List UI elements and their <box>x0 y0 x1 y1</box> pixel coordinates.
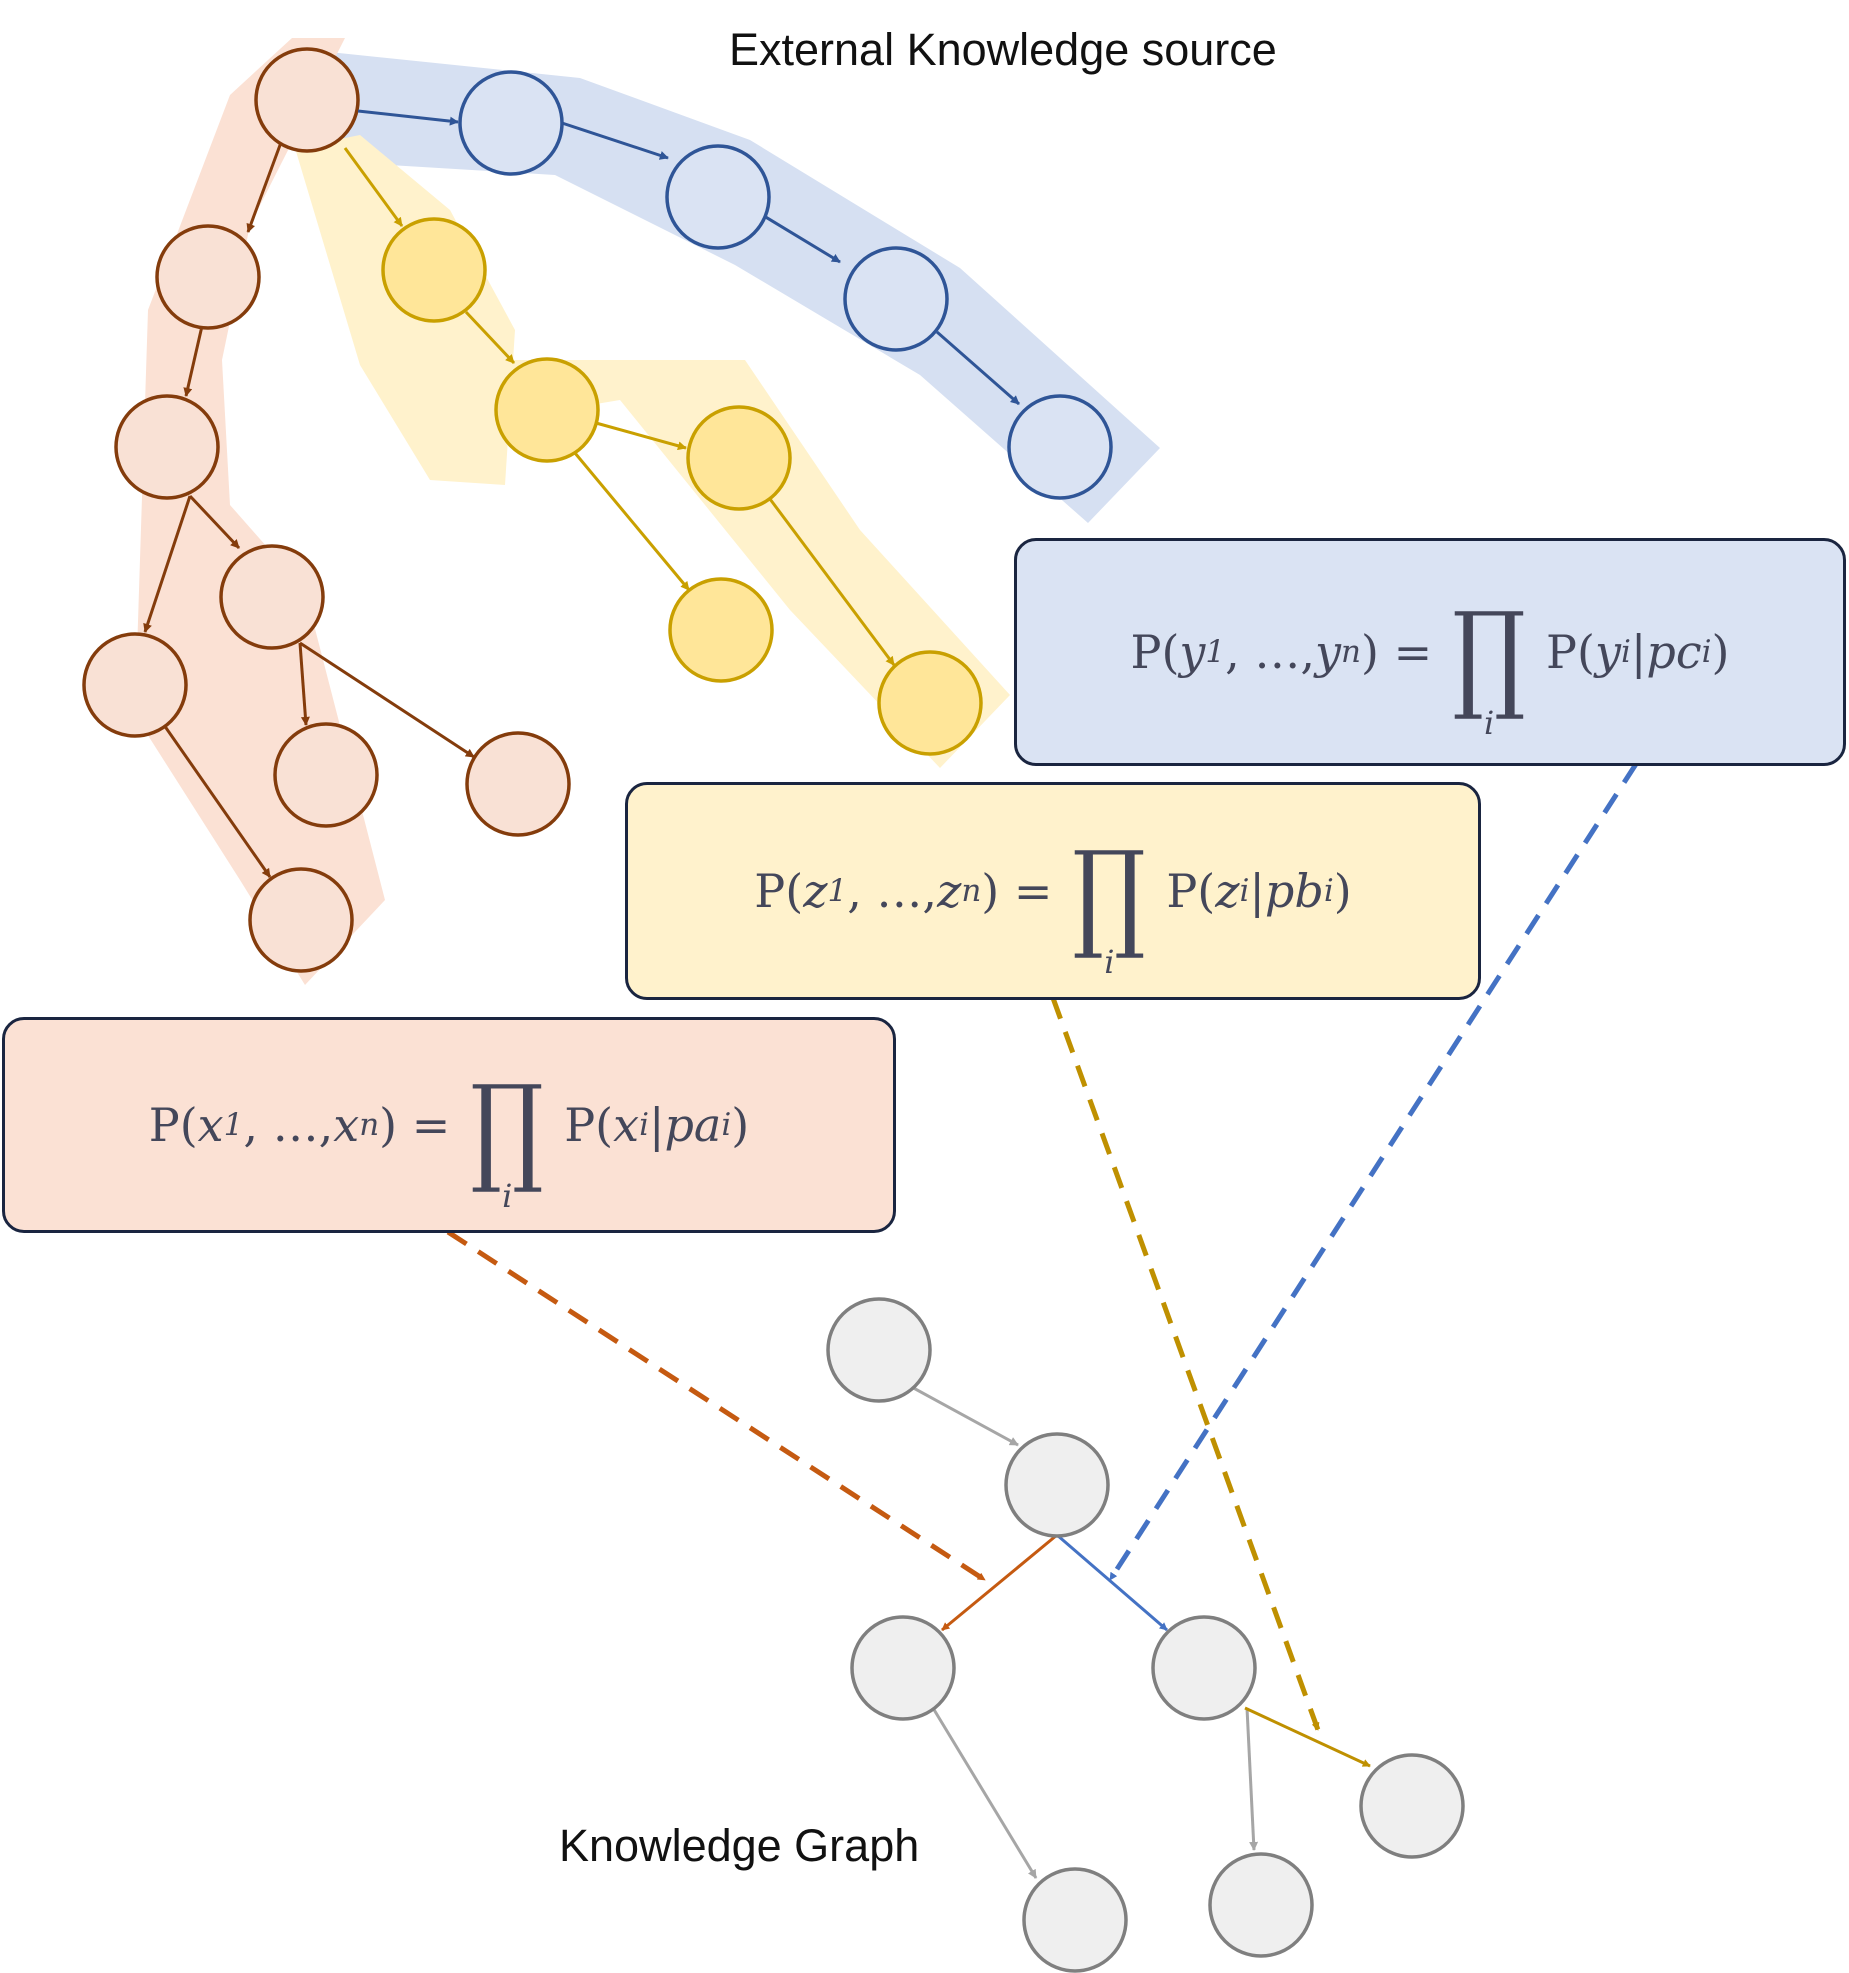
orange-node <box>82 632 188 738</box>
knowledge-graph-title: Knowledge Graph <box>559 1820 920 1871</box>
yellow-path-band-2 <box>500 360 1010 768</box>
kg-node <box>1208 1852 1314 1958</box>
orange-edge <box>183 325 204 397</box>
gray-edge <box>907 1383 1019 1447</box>
yellow-edge <box>595 421 687 451</box>
product-symbol: ∏i <box>1452 585 1526 743</box>
blue-projection-arrow <box>1107 762 1639 1582</box>
kg-node <box>850 1615 956 1721</box>
orange-edge <box>299 641 475 759</box>
kg-edge-blue <box>1056 1533 1168 1632</box>
kg-node <box>1022 1867 1128 1973</box>
blue-node <box>665 144 771 250</box>
orange-node <box>254 47 360 153</box>
kg-edge-orange <box>941 1533 1058 1632</box>
blue-edge <box>357 109 459 126</box>
kg-node <box>1359 1753 1465 1859</box>
orange-edge <box>143 495 192 633</box>
yellow-node <box>686 405 792 511</box>
knowledge-graph <box>826 1297 1465 1973</box>
blue-edge <box>758 211 841 264</box>
yellow-edge <box>573 452 691 591</box>
projection-arrows <box>446 762 1639 1731</box>
product-symbol: ∏i <box>470 1058 544 1216</box>
product-symbol: ∏i <box>1072 824 1146 982</box>
kg-node <box>1151 1615 1257 1721</box>
orange-tree <box>82 47 571 973</box>
yellow-projection-arrow <box>1050 997 1321 1731</box>
orange-edge <box>246 136 285 233</box>
gray-edge <box>1245 1707 1259 1851</box>
yellow-node <box>668 577 774 683</box>
yellow-edge <box>768 498 896 666</box>
orange-edge <box>298 642 310 726</box>
kg-node <box>1004 1432 1110 1538</box>
yellow-node <box>381 217 487 323</box>
orange-edge <box>162 724 272 878</box>
blue-node <box>1007 394 1113 500</box>
blue-edge <box>936 330 1020 406</box>
orange-node <box>273 722 379 828</box>
kg-node <box>826 1297 932 1403</box>
kg-edge-yellow <box>1244 1706 1371 1768</box>
yellow-node <box>494 357 600 463</box>
orange-node <box>219 544 325 650</box>
yellow-tree <box>343 147 983 756</box>
orange-node <box>114 394 220 500</box>
blue-node <box>843 246 949 352</box>
blue-node <box>458 70 564 176</box>
orange-projection-arrow <box>446 1229 987 1583</box>
orange-node <box>155 224 261 330</box>
yellow-edge <box>464 310 516 365</box>
orange-edge <box>188 494 241 550</box>
yellow-node <box>877 650 983 756</box>
yellow-edge <box>343 147 404 227</box>
external-knowledge-source-title: External Knowledge source <box>729 24 1277 75</box>
blue-chain <box>357 70 1113 500</box>
orange-node <box>465 731 571 837</box>
blue-edge <box>561 121 669 160</box>
gray-edge <box>931 1707 1038 1879</box>
orange-node <box>248 867 354 973</box>
